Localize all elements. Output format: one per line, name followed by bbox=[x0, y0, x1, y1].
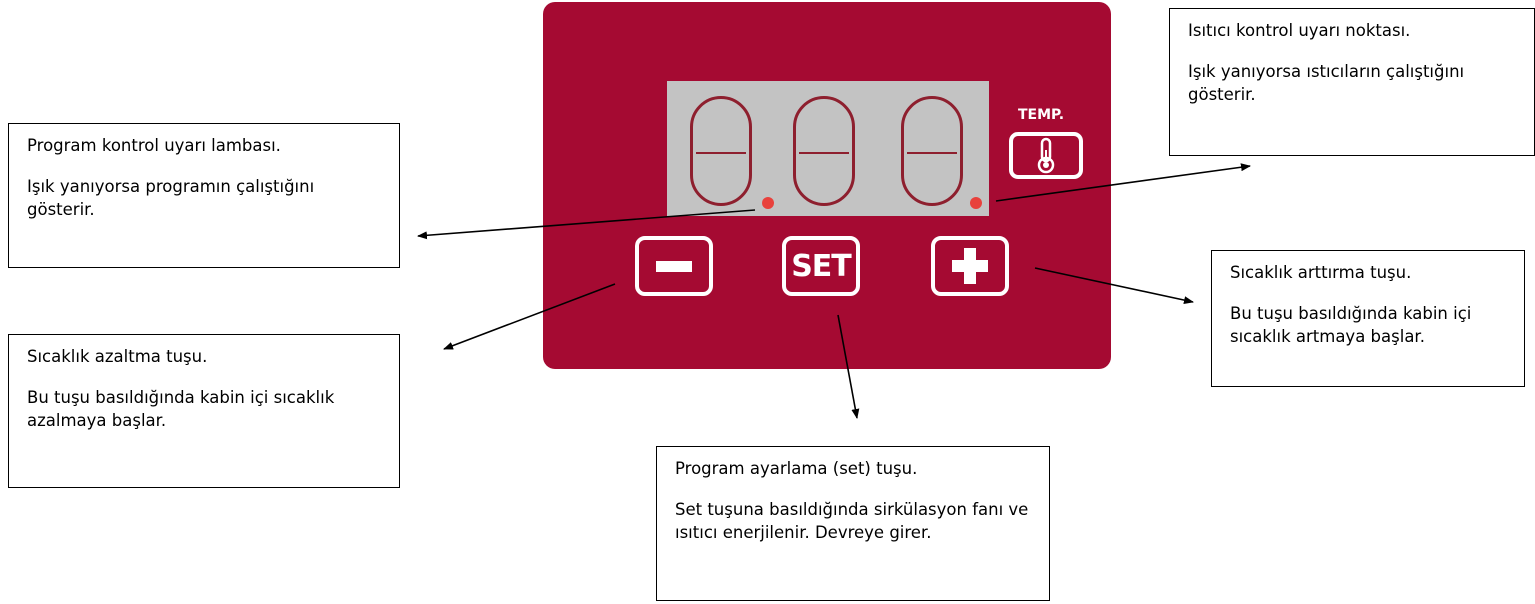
arrow-heater bbox=[995, 163, 1251, 202]
program-indicator-light bbox=[762, 197, 774, 209]
callout-decrease-body: Bu tuşu basıldığında kabin içi sıcaklık … bbox=[27, 388, 335, 430]
arrow-increase bbox=[1034, 267, 1194, 305]
callout-heater-indicator: Isıtıcı kontrol uyarı noktası. Işık yanı… bbox=[1169, 8, 1535, 156]
heater-indicator-light bbox=[970, 197, 982, 209]
callout-set-button: Program ayarlama (set) tuşu. Set tuşuna … bbox=[656, 446, 1050, 601]
callout-increase-body: Bu tuşu basıldığında kabin içi sıcaklık … bbox=[1230, 304, 1472, 346]
set-button[interactable]: SET bbox=[782, 236, 860, 296]
arrow-set bbox=[837, 314, 860, 419]
callout-program-title: Program kontrol uyarı lambası. bbox=[27, 136, 281, 155]
increase-temperature-button[interactable] bbox=[931, 236, 1009, 296]
digit-display bbox=[667, 81, 989, 216]
digit-3 bbox=[901, 96, 963, 206]
control-panel: TEMP. SET bbox=[543, 2, 1111, 369]
thermometer-icon bbox=[1009, 132, 1083, 179]
callout-decrease-button: Sıcaklık azaltma tuşu. Bu tuşu basıldığı… bbox=[8, 334, 400, 488]
callout-increase-button: Sıcaklık arttırma tuşu. Bu tuşu basıldığ… bbox=[1211, 250, 1525, 387]
callout-heater-body: Işık yanıyorsa ıstıcıların çalıştığını g… bbox=[1188, 62, 1465, 104]
callout-increase-title: Sıcaklık arttırma tuşu. bbox=[1230, 263, 1412, 282]
callout-program-indicator: Program kontrol uyarı lambası. Işık yanı… bbox=[8, 123, 400, 268]
plus-icon bbox=[952, 248, 988, 284]
callout-heater-title: Isıtıcı kontrol uyarı noktası. bbox=[1188, 21, 1411, 40]
arrow-program bbox=[417, 209, 756, 240]
digit-2 bbox=[793, 96, 855, 206]
temp-label: TEMP. bbox=[1018, 107, 1065, 123]
digit-1 bbox=[690, 96, 752, 206]
minus-icon bbox=[656, 260, 692, 272]
callout-set-body: Set tuşuna basıldığında sirkülasyon fanı… bbox=[675, 500, 1029, 542]
callout-program-body: Işık yanıyorsa programın çalıştığını gös… bbox=[27, 177, 315, 219]
decrease-temperature-button[interactable] bbox=[635, 236, 713, 296]
callout-decrease-title: Sıcaklık azaltma tuşu. bbox=[27, 347, 208, 366]
callout-set-title: Program ayarlama (set) tuşu. bbox=[675, 459, 918, 478]
arrow-decrease bbox=[443, 283, 616, 350]
